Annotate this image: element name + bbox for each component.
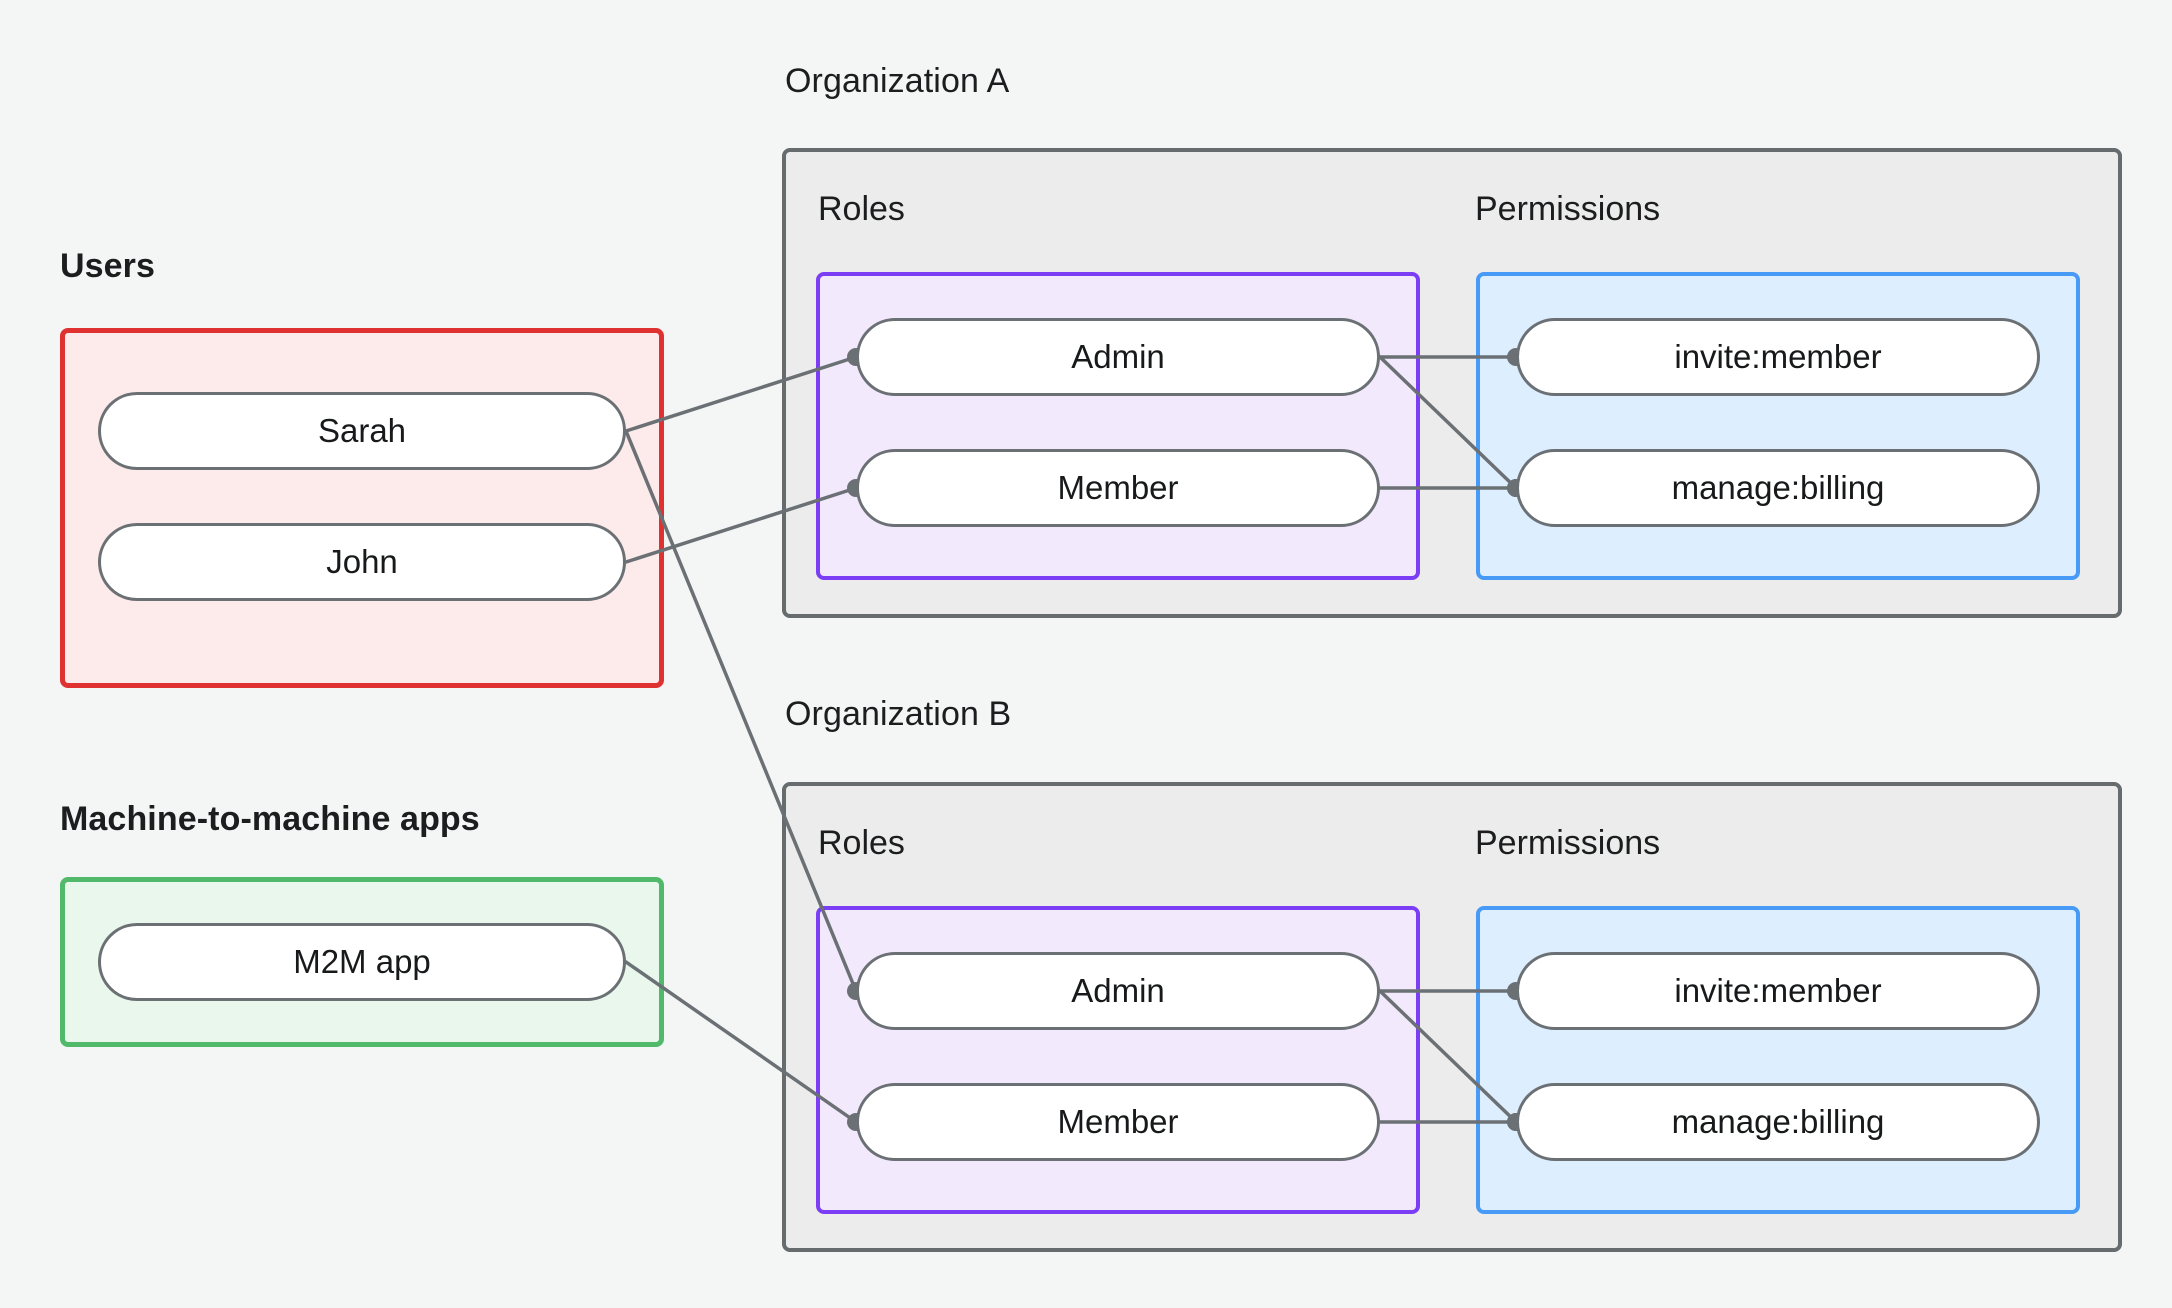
org-a-permissions-label: Permissions [1475,190,1661,228]
users-title: Users [60,247,156,285]
m2m-pill-app[interactable]: M2M app [98,923,626,1001]
role-pill-org-a-admin[interactable]: Admin [856,318,1380,396]
permission-pill-org-b-invite[interactable]: invite:member [1516,952,2040,1030]
m2m-title: Machine-to-machine apps [60,800,480,838]
role-pill-org-a-member[interactable]: Member [856,449,1380,527]
permission-pill-org-a-billing[interactable]: manage:billing [1516,449,2040,527]
role-pill-org-b-member[interactable]: Member [856,1083,1380,1161]
permission-pill-org-a-invite[interactable]: invite:member [1516,318,2040,396]
user-pill-sarah[interactable]: Sarah [98,392,626,470]
users-container [60,328,664,688]
org-a-roles-label: Roles [818,190,905,228]
org-b-roles-label: Roles [818,824,905,862]
org-b-title: Organization B [785,695,1012,733]
role-pill-org-b-admin[interactable]: Admin [856,952,1380,1030]
org-b-permissions-label: Permissions [1475,824,1661,862]
org-a-title: Organization A [785,62,1010,100]
user-pill-john[interactable]: John [98,523,626,601]
permission-pill-org-b-billing[interactable]: manage:billing [1516,1083,2040,1161]
